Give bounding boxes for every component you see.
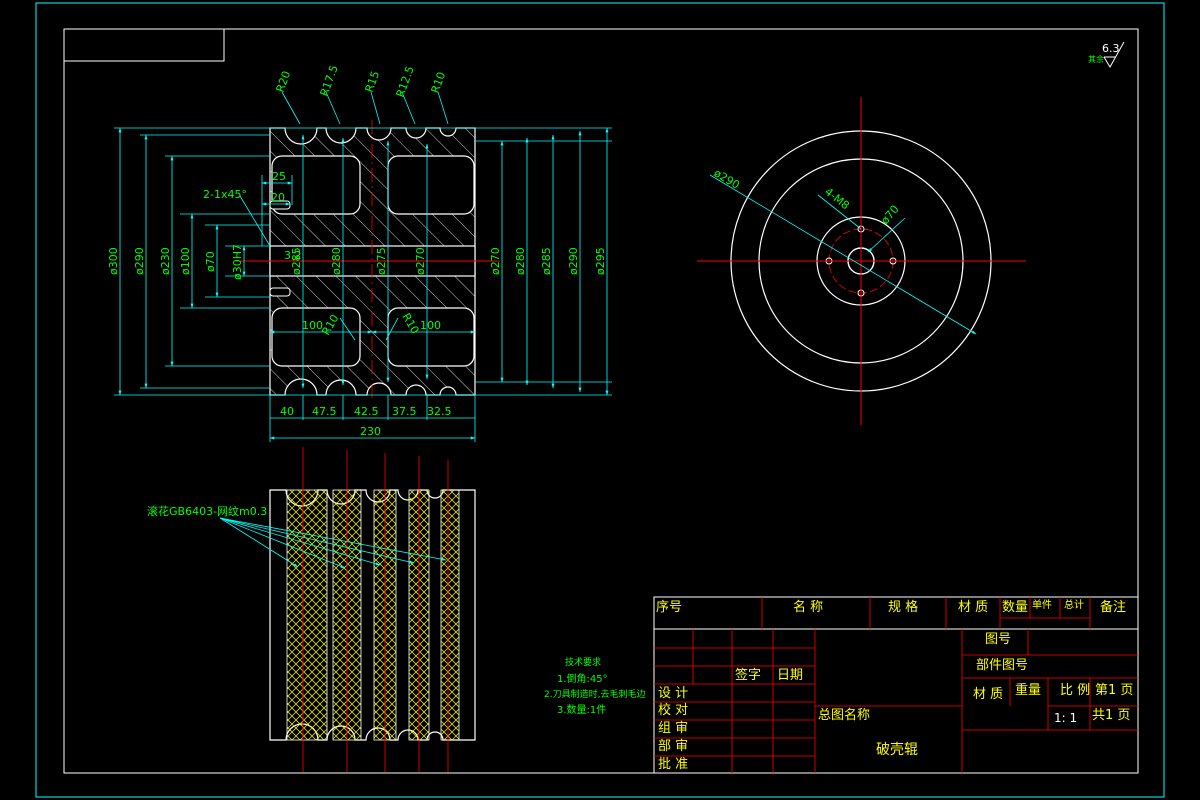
material-label: 材 质	[973, 687, 1003, 702]
diameter-label: ø280	[330, 247, 343, 275]
technical-requirements: 技术要求 1.倒角:45° 2.刀具制造时,去毛刺毛边 3.数量:1件	[544, 656, 645, 716]
holes-label: 4-M8	[822, 185, 852, 212]
scale-value: 1: 1	[1054, 711, 1077, 725]
diameter-label: ø290	[567, 247, 580, 275]
chamfer-label: 2-1x45°	[203, 188, 247, 201]
header-cell: 规 格	[888, 599, 918, 615]
knurled-view: 滚花GB6403-网纹m0.3	[147, 447, 476, 772]
part-drawing-no-label: 部件图号	[976, 658, 1028, 673]
diameter-label: ø100	[179, 247, 192, 275]
diameter-label: ø285	[290, 247, 303, 275]
title-block	[653, 596, 1139, 774]
bottom-dim-label: 47.5	[312, 405, 337, 418]
role-label: 批 准	[658, 757, 688, 772]
tech-req-title: 技术要求	[565, 656, 601, 668]
roughness-symbol: 其余 6.3	[1088, 41, 1125, 68]
part-name: 破壳辊	[876, 741, 918, 758]
pages-total-label: 共1 页	[1092, 708, 1130, 723]
surface-value-label: 3.2	[284, 249, 302, 262]
role-label: 校 对	[658, 702, 688, 718]
bottom-dim-label: 42.5	[354, 405, 379, 418]
radius-label: R15	[363, 69, 383, 94]
assembly-name-label: 总图名称	[818, 707, 870, 723]
tech-req-item: 3.数量:1件	[557, 703, 606, 716]
page-label: 第1 页	[1095, 683, 1133, 698]
radius-label: R20	[274, 69, 294, 94]
header-cell: 序号	[656, 600, 682, 615]
side-view: ø290 4-M8 ø70	[697, 97, 1026, 425]
diameter-label: ø285	[540, 247, 553, 275]
bottom-dim-label: 37.5	[392, 405, 417, 418]
role-label: 组 审	[658, 721, 688, 736]
inner-width-label: 100	[302, 319, 323, 332]
diameter-label: ø275	[375, 247, 388, 275]
diameter-label: ø70	[204, 251, 217, 272]
side-diameter-label: ø290	[711, 166, 741, 191]
header-cell: 名 称	[793, 599, 823, 615]
tech-req-item: 2.刀具制造时,去毛刺毛边	[544, 688, 645, 700]
date-label: 日期	[777, 668, 803, 683]
drawing-no-label: 图号	[985, 632, 1011, 647]
drawing-border	[35, 2, 1165, 798]
header-cell: 单件	[1032, 599, 1052, 611]
front-view-dimensions	[114, 91, 612, 442]
diameter-label: ø270	[414, 247, 427, 275]
weight-label: 重量	[1015, 682, 1041, 698]
knurl-note: 滚花GB6403-网纹m0.3	[147, 504, 267, 518]
bottom-dim-label: 40	[280, 405, 294, 418]
diameter-label: ø290	[133, 247, 146, 275]
total-width-label: 230	[360, 425, 381, 438]
header-cell: 备注	[1100, 599, 1126, 615]
keyway-dim-label: 20	[271, 191, 285, 204]
diameter-label: ø230	[159, 247, 172, 275]
bottom-dim-label: 32.5	[427, 405, 452, 418]
header-cell: 材 质	[958, 600, 988, 615]
roughness-label: 其余	[1088, 54, 1104, 64]
diameter-label: ø280	[514, 247, 527, 275]
front-view	[240, 120, 500, 400]
keyway-dim-label: 25	[272, 170, 286, 183]
diameter-label: ø300	[107, 247, 120, 275]
tech-req-item: 1.倒角:45°	[557, 673, 608, 685]
radius-label: R17.5	[318, 63, 341, 98]
diameter-label: ø295	[594, 247, 607, 275]
role-label: 设 计	[658, 686, 688, 701]
diameter-label: ø270	[489, 247, 502, 275]
diameter-label: ø30H7	[231, 244, 244, 280]
hole-circle-label: ø70	[878, 203, 901, 227]
roughness-value: 6.3	[1102, 42, 1120, 55]
inner-width-label: 100	[420, 319, 441, 332]
header-cell: 数量	[1002, 600, 1028, 615]
header-cell: 总计	[1064, 598, 1084, 611]
role-label: 部 审	[658, 739, 688, 754]
radius-label: R12.5	[394, 64, 417, 99]
title-block-labels: 序号 名 称 规 格 材 质 数量 单件 总计 备注 图号 部件图号 材 质 重…	[656, 598, 1133, 772]
sign-label: 签字	[735, 667, 761, 683]
radius-label: R10	[429, 70, 449, 95]
scale-label: 比 例	[1060, 683, 1090, 698]
